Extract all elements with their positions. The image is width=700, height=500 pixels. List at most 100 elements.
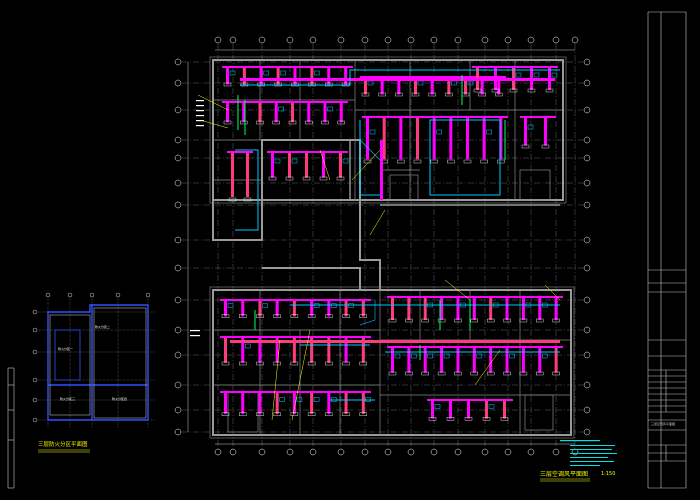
air-diffuser bbox=[397, 159, 405, 164]
grid-bubble-bottom bbox=[286, 448, 294, 456]
duct-riser bbox=[242, 68, 246, 85]
main-trunk-duct bbox=[230, 340, 560, 343]
air-diffuser bbox=[527, 88, 536, 93]
duct-riser bbox=[307, 103, 311, 123]
air-diffuser bbox=[221, 361, 230, 366]
grid-bubble-left bbox=[174, 106, 182, 114]
air-diffuser bbox=[321, 120, 329, 125]
duct-riser bbox=[292, 301, 296, 317]
air-diffuser bbox=[491, 88, 500, 93]
inset-grid-bubble bbox=[32, 377, 38, 383]
duct-riser bbox=[456, 348, 460, 373]
grid-bubble-bottom bbox=[407, 448, 415, 456]
air-diffuser bbox=[359, 361, 367, 366]
grid-bubble-right bbox=[583, 201, 591, 209]
duct-riser bbox=[292, 338, 296, 363]
supply-grille bbox=[291, 158, 298, 164]
duct-riser bbox=[485, 401, 488, 419]
duct-riser bbox=[344, 68, 348, 85]
supply-grille bbox=[436, 129, 442, 135]
grid-bubble-right bbox=[583, 264, 591, 272]
duct-riser bbox=[361, 393, 365, 414]
grid-bubble-top bbox=[337, 36, 345, 44]
grid-bubble-right bbox=[583, 154, 591, 162]
duct-riser bbox=[538, 298, 542, 320]
supply-grille bbox=[279, 397, 285, 402]
grid-bubble-bottom bbox=[337, 448, 345, 456]
grid-bubble-right bbox=[583, 296, 591, 304]
main-duct-run bbox=[222, 66, 353, 68]
air-diffuser bbox=[290, 412, 299, 416]
equipment-tags bbox=[190, 100, 204, 337]
duct-riser bbox=[480, 78, 484, 95]
supply-grille bbox=[369, 129, 376, 135]
duct-riser bbox=[327, 68, 331, 85]
vertical-trunk-duct bbox=[380, 140, 383, 200]
grid-bubble-left bbox=[174, 79, 182, 87]
air-diffuser bbox=[307, 412, 316, 416]
supply-grille bbox=[527, 124, 534, 130]
duct-riser bbox=[327, 301, 331, 317]
duct-riser bbox=[423, 348, 427, 373]
air-diffuser bbox=[388, 371, 397, 376]
duct-riser bbox=[310, 393, 314, 414]
grid-bubble-right bbox=[583, 326, 591, 334]
supply-grille bbox=[327, 106, 333, 112]
duct-riser bbox=[397, 78, 401, 95]
air-diffuser bbox=[243, 197, 252, 202]
duct-riser bbox=[449, 401, 452, 419]
air-diffuser bbox=[428, 92, 436, 97]
air-diffuser bbox=[221, 412, 230, 416]
duct-riser bbox=[521, 298, 525, 320]
duct-riser bbox=[503, 401, 506, 419]
duct-riser bbox=[327, 393, 331, 414]
air-diffuser bbox=[273, 314, 281, 318]
title-block-sheet-name: 三层空调风平面图 bbox=[651, 422, 676, 426]
duct-riser bbox=[344, 338, 348, 363]
air-diffuser bbox=[463, 159, 472, 164]
duct-riser bbox=[224, 338, 227, 363]
inset-title-underline bbox=[38, 449, 90, 453]
duct-riser bbox=[524, 118, 527, 146]
air-diffuser bbox=[239, 412, 247, 416]
duct-riser bbox=[323, 103, 327, 123]
inset-grid-bubble bbox=[145, 292, 151, 298]
air-diffuser bbox=[307, 314, 316, 318]
grid-bubble-top bbox=[384, 36, 392, 44]
duct-riser bbox=[275, 338, 279, 363]
grid-bubble-left bbox=[174, 154, 182, 162]
main-duct-run bbox=[387, 296, 563, 298]
air-diffuser bbox=[519, 371, 528, 376]
grid-bubble-top bbox=[430, 36, 438, 44]
air-diffuser bbox=[536, 318, 544, 323]
supply-grille bbox=[244, 343, 251, 349]
duct-riser bbox=[416, 118, 419, 160]
inset-grid-bubble bbox=[32, 417, 38, 423]
main-duct-run bbox=[520, 116, 556, 118]
air-diffuser bbox=[430, 159, 438, 164]
duct-riser bbox=[399, 118, 403, 160]
duct-riser bbox=[464, 78, 467, 95]
supply-grille bbox=[411, 353, 417, 359]
air-diffuser bbox=[288, 120, 297, 125]
grid-bubble-bottom bbox=[229, 448, 237, 456]
grid-bubble-bottom bbox=[309, 448, 317, 456]
air-diffuser bbox=[305, 120, 313, 125]
inset-grid-bubble bbox=[32, 349, 38, 355]
air-diffuser bbox=[342, 314, 350, 318]
duct-riser bbox=[293, 68, 297, 85]
duct-riser bbox=[226, 68, 229, 85]
duct-riser bbox=[339, 103, 343, 123]
air-diffuser bbox=[428, 417, 437, 421]
main-duct-run bbox=[362, 116, 508, 118]
supply-grille bbox=[427, 353, 433, 359]
left-strip-frame bbox=[7, 367, 15, 489]
air-diffuser bbox=[445, 92, 453, 97]
duct-riser bbox=[258, 338, 262, 363]
air-diffuser bbox=[473, 88, 482, 93]
air-diffuser bbox=[405, 371, 413, 376]
air-diffuser bbox=[228, 197, 237, 202]
grid-bubble-right bbox=[583, 106, 591, 114]
supply-grille bbox=[434, 404, 441, 409]
duct-riser bbox=[482, 118, 486, 160]
